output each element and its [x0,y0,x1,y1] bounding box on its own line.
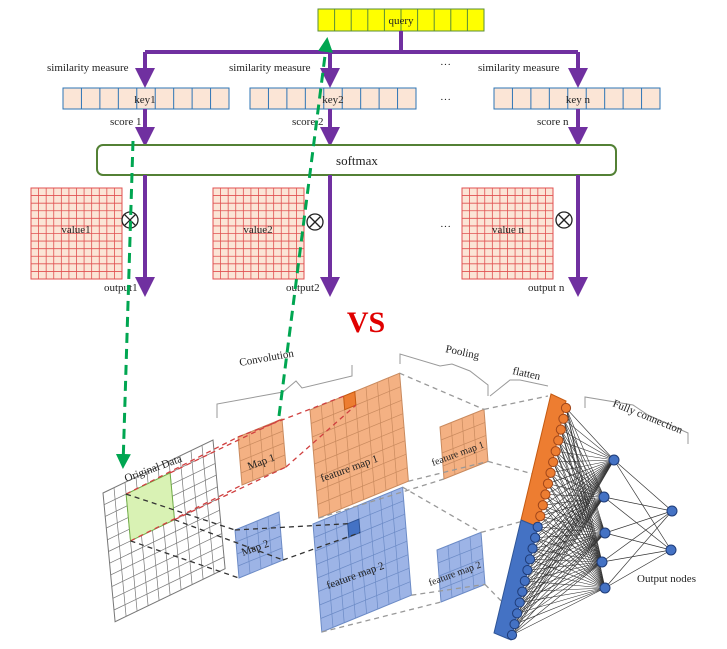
dash-fmap2-pmap2-c [321,601,442,633]
fully-connection-label: Fully connection [611,398,685,437]
pooled-map2 [436,531,486,603]
output-label-n: output n [528,282,565,294]
key-label-2: key2 [322,94,343,106]
flatten-node-19 [514,597,525,608]
score-label-n: score n [537,116,569,128]
flatten-label: flatten [511,365,541,383]
key-bars [62,87,661,110]
similarity-label-n: similarity measure [478,62,560,74]
output-label-1: output1 [104,282,138,294]
flatten-node-5 [550,446,561,457]
feature-map2 [312,486,412,633]
key-label-n: key n [566,94,591,106]
flatten-node-16 [522,565,533,576]
pooling-label: Pooling [444,343,480,362]
pooled-map1 [439,408,489,480]
query-distribution-arrows [135,31,588,88]
hidden-node-3 [599,527,611,539]
flatten-node-12 [532,521,543,533]
score-label-2: score 2 [292,116,323,128]
dash-fmap1-pmap1-a [399,372,485,410]
dash-map1-fmap1-a [237,395,344,438]
output-node-2 [665,544,677,556]
dash-fmap1-pmap1-c [318,478,445,519]
correspondence-arrows [115,37,333,469]
flatten-node-6 [548,456,559,468]
flatten-node-4 [553,435,564,446]
dash-pmap1-flatten-b [487,460,541,477]
dash-orig-map2-a [125,493,236,531]
dash-orig-map1-d [174,466,287,521]
multiply-icon-n [555,211,573,229]
original-data-grid [102,439,226,623]
softmax-label: softmax [336,153,378,168]
section-brackets [216,353,689,444]
flatten-node-20 [512,608,523,619]
flatten-node-10 [537,500,548,511]
flatten-node-22 [506,629,518,641]
dash-orig-map1-c [130,484,243,542]
hidden-node-4 [596,556,608,568]
flatten-node-1 [560,402,572,414]
dash-fmap2-pmap2-b [411,583,486,596]
flatten-node-2 [558,413,569,424]
dash-pmap1-flatten-a [483,395,549,411]
dash-map1-fmap1-b [285,404,357,468]
hidden-node-5 [599,582,611,594]
score-label-1: score 1 [110,116,141,128]
vs-label: VS [347,306,385,339]
flatten-node-15 [524,554,536,565]
flatten-node-14 [527,543,538,554]
output-node-1 [666,505,678,517]
flatten-node-17 [519,575,530,587]
value-grids [30,187,554,280]
value-label-2: value2 [243,224,272,236]
dash-fmap1-pmap1-b [408,460,489,482]
output-arrows [135,175,588,297]
dash-orig-map2-c [130,540,240,579]
value-label-1: value1 [61,224,90,236]
dash-map2-fmap2-b [282,531,361,561]
ellipsis-keys: ··· [440,94,451,106]
output-label-2: output2 [286,282,320,294]
key-bar-2 [249,87,417,110]
value-label-n: value n [492,224,525,236]
flatten-node-13 [530,532,541,543]
hidden-node-2 [598,491,610,503]
fc-nodes [506,402,678,641]
ellipsis-similarity: ··· [440,59,451,71]
query-label: query [388,15,414,27]
output-nodes-label: Output nodes [637,573,696,585]
similarity-label-2: similarity measure [229,62,311,74]
hidden-node-1 [608,454,620,466]
key-label-1: key1 [134,94,155,106]
feature-map1 [309,372,409,519]
flatten-node-21 [509,619,520,630]
dash-orig-map2-b [174,519,284,561]
dash-orig-map1-a [125,436,239,495]
flatten-node-11 [535,510,546,522]
flatten-node-9 [540,489,551,500]
query-bar: query [317,8,485,32]
similarity-label-1: similarity measure [47,62,129,74]
flatten-node-3 [555,424,566,435]
ellipsis-values: ··· [440,221,451,233]
flatten-node-18 [517,586,528,597]
dash-map2-fmap2-a [234,523,348,531]
flatten-node-8 [542,478,554,489]
dash-orig-map1-b [169,418,283,474]
flatten-node-7 [545,467,556,478]
softmax-box: softmax [96,144,617,176]
dash-pmap2-flatten-a [480,519,528,534]
score-arrows [135,109,588,147]
dash-fmap2-pmap2-a [402,486,482,533]
multiply-icon-2 [306,213,324,231]
